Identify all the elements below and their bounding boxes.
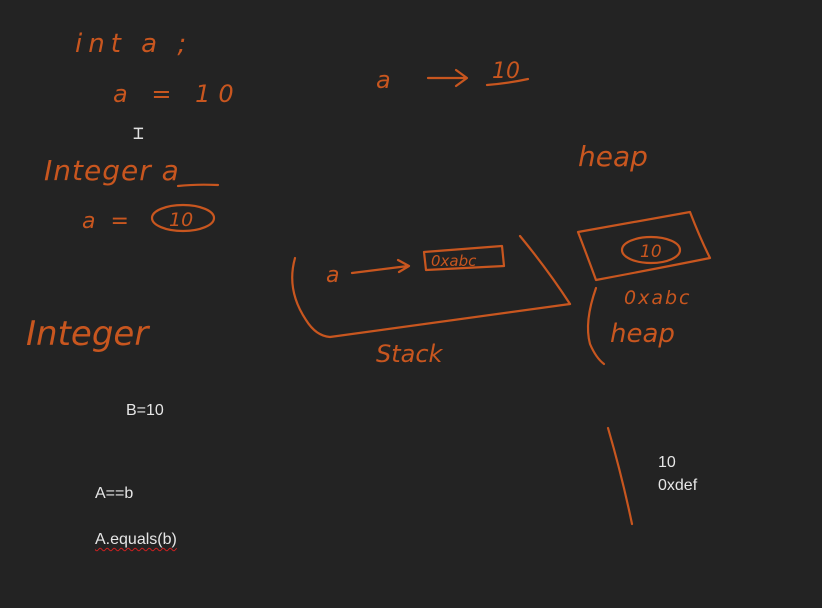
hw-addr-box <box>422 244 506 272</box>
hw-stack-arrow <box>350 258 411 275</box>
hw-underline-10 <box>485 77 530 87</box>
hw-stack-right-edge <box>518 234 572 306</box>
hw-heap-obj-value: 10 <box>640 242 662 262</box>
hw-vertical-line <box>606 426 634 526</box>
typed-b-assign[interactable]: B=10 <box>126 402 164 419</box>
hw-int-decl: int a ; <box>75 29 192 59</box>
hw-stack-label: Stack <box>376 340 444 368</box>
hw-heap-title: heap <box>578 140 648 173</box>
typed-a-equals-b-text: A.equals(b) <box>95 531 177 548</box>
hw-stack-heap-divider <box>586 286 606 366</box>
hw-heap-circle <box>620 235 682 265</box>
text-cursor-icon: ⌶ <box>133 123 144 144</box>
hw-arrow-top-rhs: 10 <box>492 59 520 84</box>
hw-circle-10 <box>150 203 216 233</box>
hw-heap-label: heap <box>610 319 675 349</box>
typed-value-10[interactable]: 10 <box>658 454 676 471</box>
typed-a-equals-b[interactable]: A.equals(b) <box>95 530 177 550</box>
hw-integer-assign-value: 10 <box>169 209 193 231</box>
typed-addr-def[interactable]: 0xdef <box>658 477 698 494</box>
hw-arrow-top <box>426 68 469 88</box>
hw-integer-word: Integer <box>26 314 150 354</box>
hw-integer-decl: Integer a <box>44 154 180 187</box>
hw-arrow-top-lhs: a <box>376 66 391 94</box>
hw-heap-box <box>576 210 712 282</box>
hw-heap-obj-addr: 0xabc <box>624 287 691 309</box>
hw-stack-ref-var: a <box>326 263 339 288</box>
typed-a-eq-b[interactable]: A==b <box>95 485 134 502</box>
hw-integer-assign-lhs: a = <box>82 209 133 234</box>
hw-stack-bracket <box>291 256 572 339</box>
hw-underline-integer <box>176 183 220 188</box>
hw-stack-ref-addr: 0xabc <box>431 252 477 270</box>
hw-assign: a = 10 <box>113 80 242 108</box>
